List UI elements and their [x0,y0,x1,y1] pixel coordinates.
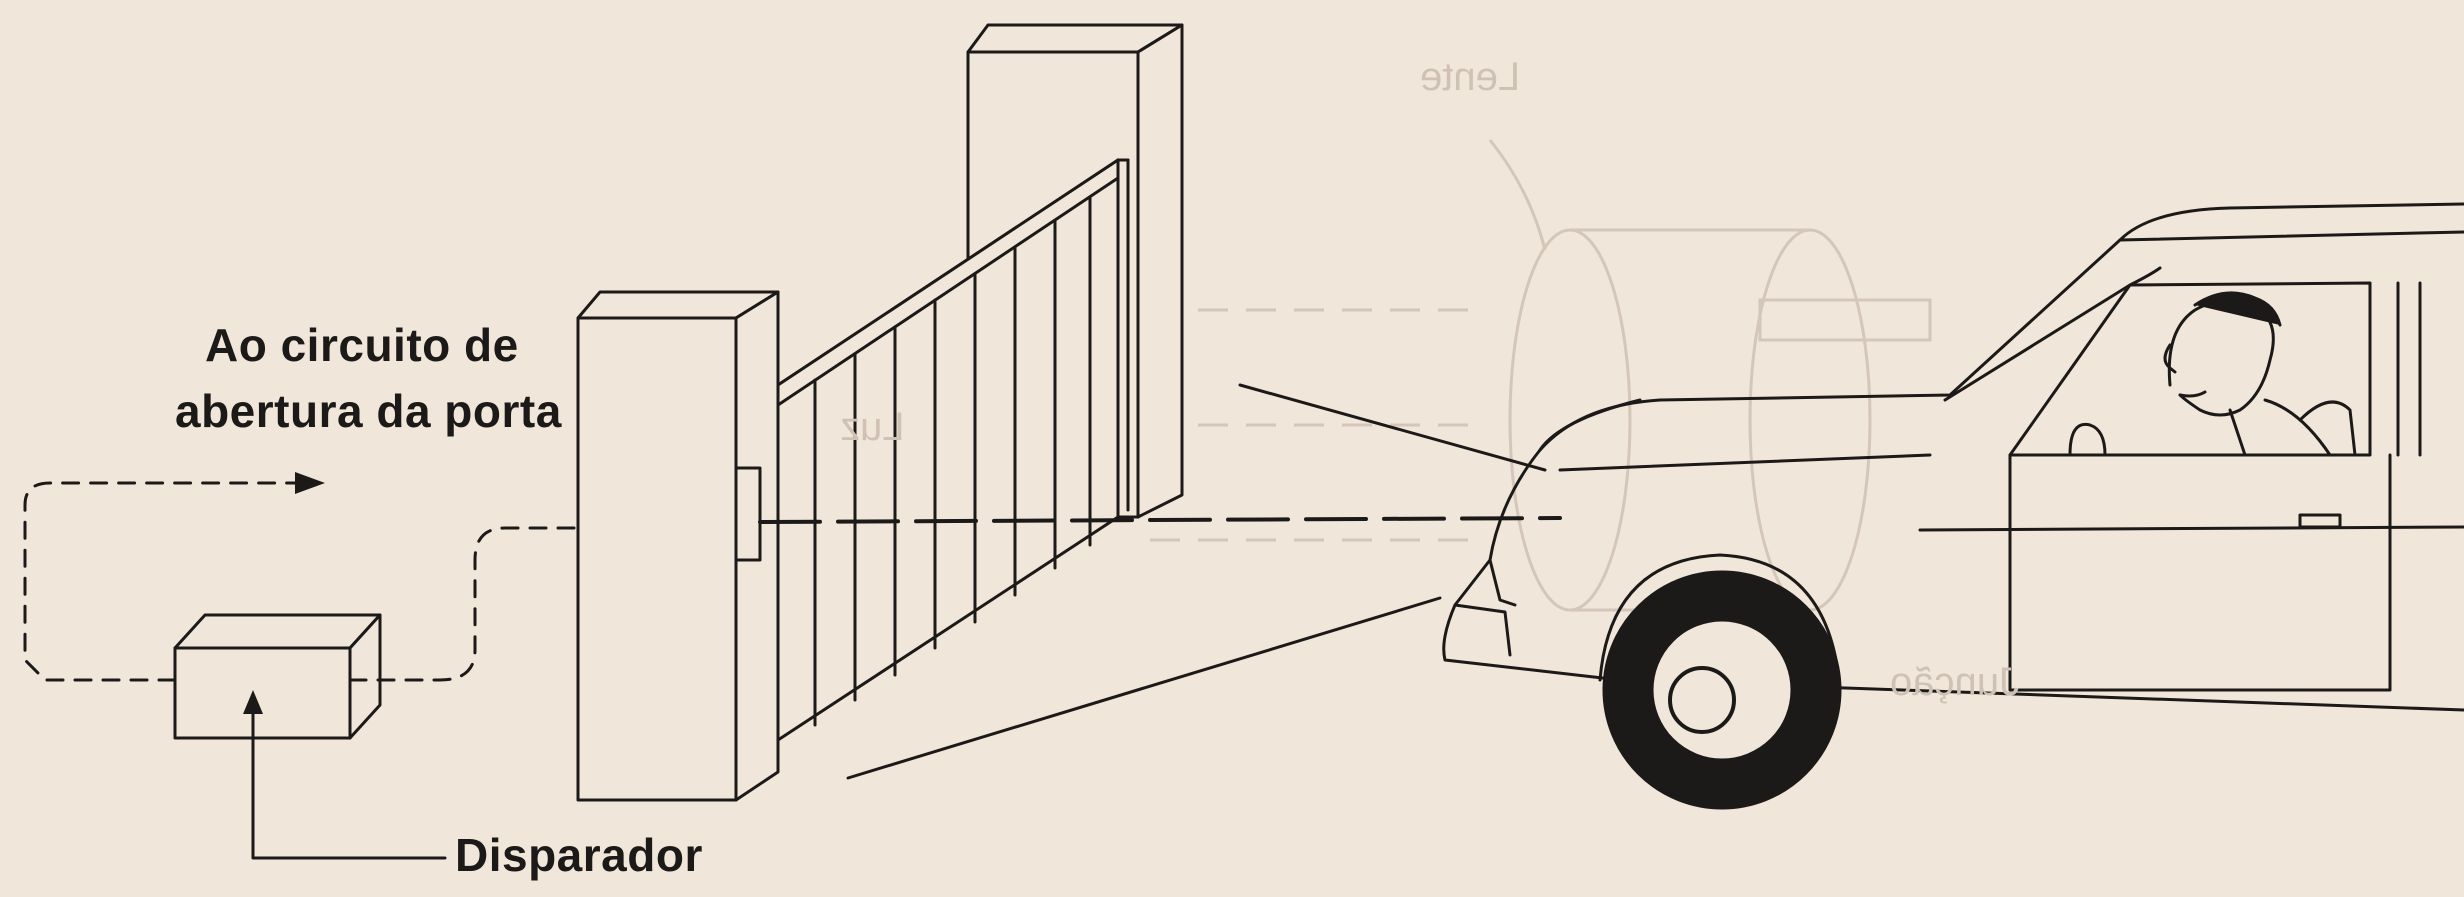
sliding-gate [778,160,1128,740]
circuit-arrow [295,472,325,494]
door-circuit-label-line1: Ao circuito de [205,318,519,372]
line-art [25,25,2464,858]
detection-line-upper [1240,385,1545,470]
trigger-label: Disparador [455,828,703,882]
post-sensor [736,468,760,560]
show-through-light: Luz [840,405,905,450]
trigger-box [175,615,380,738]
show-through-lines [1150,140,1930,610]
show-through-junction: Junção [1890,660,2019,705]
door-circuit-label-line2: abertura da porta [175,384,562,438]
car-wheel [1604,572,1840,808]
car [1444,204,2464,710]
show-through-lens: Lente [1420,55,1520,100]
front-post [578,292,778,800]
